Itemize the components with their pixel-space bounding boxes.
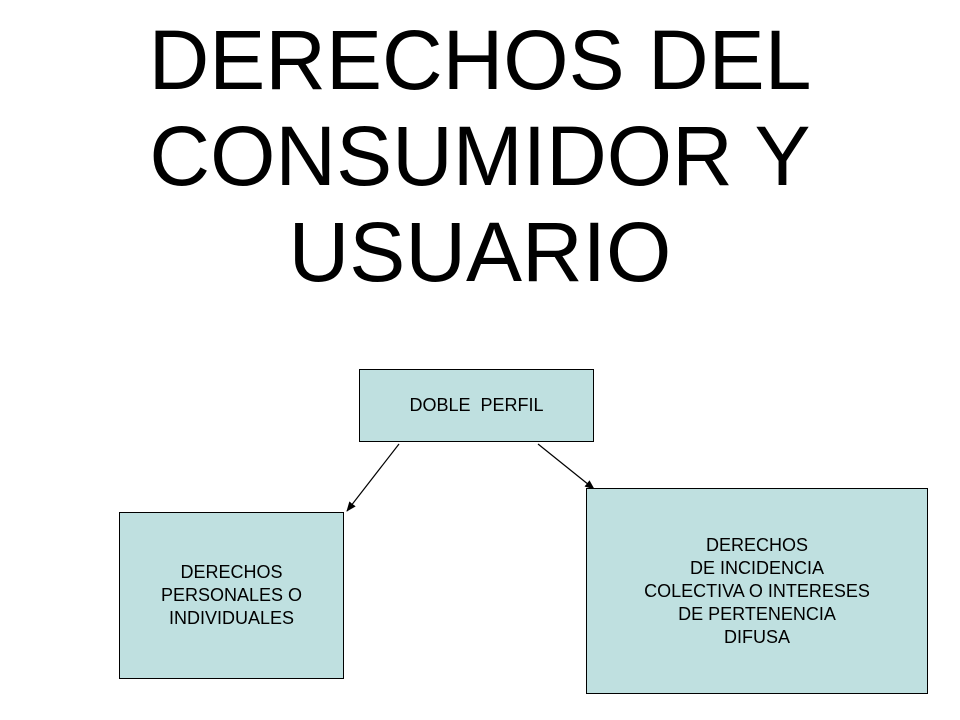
right-node-line-4: DE PERTENENCIA [678,603,836,624]
title-line-2: CONSUMIDOR Y [149,109,811,203]
right-node-line-3: COLECTIVA O INTERESES [644,580,870,601]
root-node-label: DOBLE PERFIL [409,395,544,415]
arrow-to-left-child [346,443,400,512]
arrow-to-right-child [537,443,595,490]
title-line-3: USUARIO [288,205,672,299]
right-node-line-2: DE INCIDENCIA [689,557,824,578]
left-node-line-3: INDIVIDUALES [168,608,295,628]
right-node-line-1: DERECHOS [705,534,808,555]
child-node-derechos-personales: DERECHOS PERSONALES O INDIVIDUALES [119,512,344,679]
left-node-line-1: DERECHOS [180,562,283,582]
left-node-line-2: PERSONALES O [160,585,303,605]
root-node-doble-perfil: DOBLE PERFIL [359,369,594,442]
title-line-1: DERECHOS DEL [148,13,812,107]
slide-title: DERECHOS DEL CONSUMIDOR Y USUARIO [0,12,960,300]
child-node-derechos-colectivos: DERECHOS DE INCIDENCIA COLECTIVA O INTER… [586,488,928,694]
right-node-line-5: DIFUSA [723,626,790,647]
